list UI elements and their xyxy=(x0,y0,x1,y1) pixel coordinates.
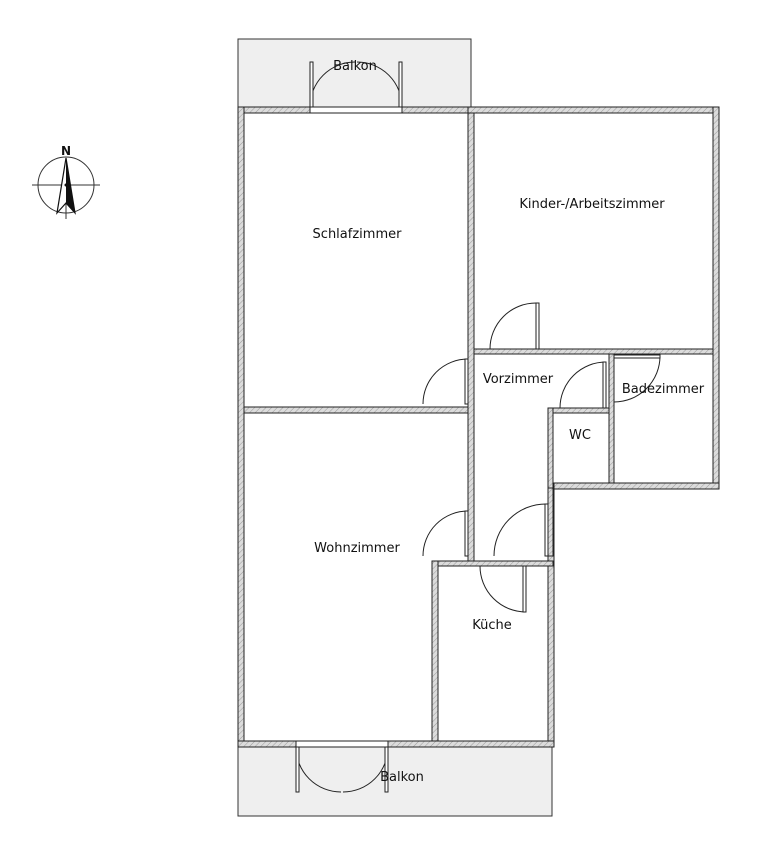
doors xyxy=(295,61,661,793)
room-label-kueche: Küche xyxy=(472,618,512,633)
room-label-balkon-bottom: Balkon xyxy=(380,770,424,785)
balcony-bottom-area xyxy=(237,745,553,817)
north-arrow-icon xyxy=(32,156,100,219)
compass-north-letter: N xyxy=(61,144,71,158)
room-label-wc: WC xyxy=(569,428,591,443)
room-label-vorzimmer: Vorzimmer xyxy=(483,372,554,387)
balcony-top-area xyxy=(237,38,472,108)
room-label-wohnzimmer: Wohnzimmer xyxy=(314,541,400,556)
walls xyxy=(237,106,720,748)
balcony-bottom-sill xyxy=(295,740,389,748)
room-label-badezimmer: Badezimmer xyxy=(622,382,705,397)
balcony-top-sill xyxy=(309,106,403,114)
room-label-balkon-top: Balkon xyxy=(333,59,377,74)
room-label-kinder-arbeitszimmer: Kinder-/Arbeitszimmer xyxy=(519,197,665,212)
room-label-schlafzimmer: Schlafzimmer xyxy=(313,227,403,242)
